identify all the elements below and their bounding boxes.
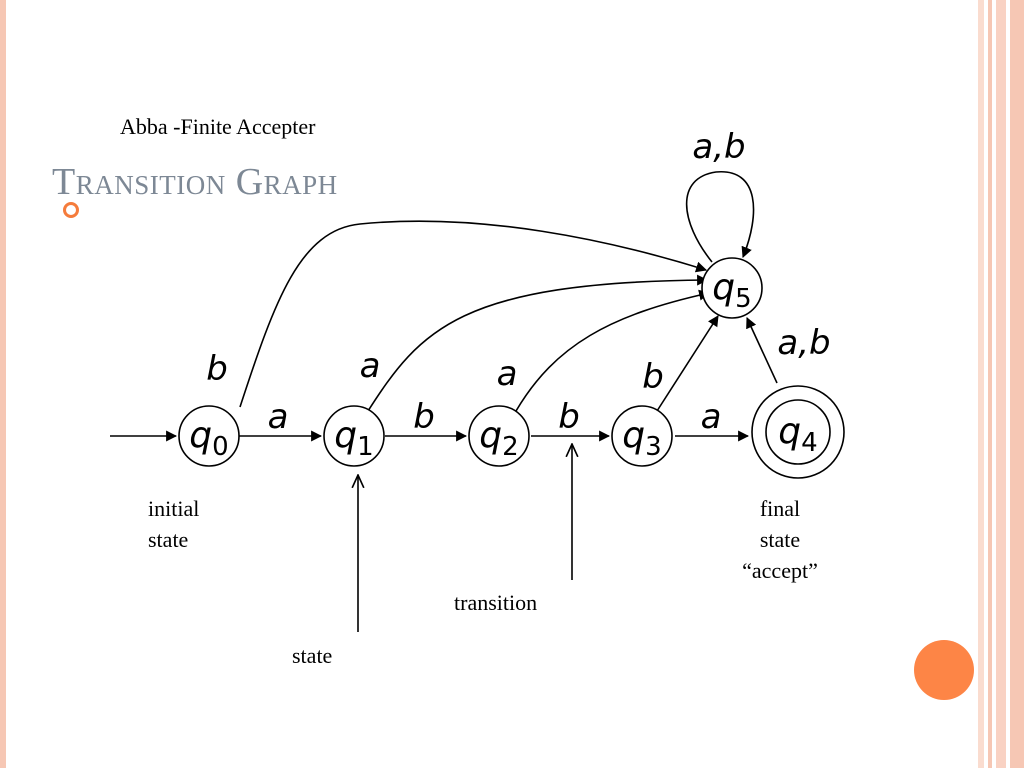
slide-right-stripe (1010, 0, 1024, 768)
edge-label-q5-loop: a,b (692, 127, 745, 167)
slide-left-border (0, 0, 6, 768)
edge-label-q2-q5: a (497, 354, 518, 394)
edge-q1-q5 (367, 274, 709, 412)
state-q5-circle (701, 257, 763, 319)
edge-label-q0-q1: a (268, 397, 289, 437)
edge-label-q0-q5: b (206, 349, 228, 389)
annotation-initial-state: initial state (148, 496, 200, 552)
edge-label-q1-q5: a (360, 346, 381, 386)
slide-subtitle: Abba -Finite Accepter (120, 114, 316, 139)
edge-q2-q5 (515, 289, 711, 412)
decorative-orange-circle (914, 640, 974, 700)
state-q0-label: q0 (189, 415, 228, 462)
edge-label-q3-q5: b (642, 357, 664, 397)
bullet-circle-icon (63, 202, 79, 218)
state-q3-circle (611, 405, 673, 467)
slide-right-stripe (978, 0, 984, 768)
state-q1-circle (323, 405, 385, 467)
slide-title: Transition Graph (52, 161, 338, 203)
edge-q5-loop (685, 171, 755, 263)
state-q0-circle (178, 405, 240, 467)
state-q5-label: q5 (712, 267, 751, 314)
state-q2-circle (468, 405, 530, 467)
state-q3-label: q3 (622, 415, 661, 462)
edge-label-q3-q4: a (701, 397, 722, 437)
state-q2-label: q2 (479, 415, 518, 462)
edge-label-q4-q5: a,b (777, 323, 830, 363)
annotation-state: state (292, 643, 333, 668)
slide-right-stripe (996, 0, 1006, 768)
state-q4-label: q4 (778, 411, 817, 458)
edge-q3-q5 (656, 315, 719, 412)
annotation-transition: transition (454, 590, 538, 615)
slide-right-stripe (988, 0, 992, 768)
edge-label-q2-q3: b (558, 397, 580, 437)
edge-q4-q5 (746, 317, 778, 384)
state-q1-label: q1 (334, 415, 373, 462)
edge-q0-q5 (239, 220, 708, 408)
edge-label-q1-q2: b (413, 397, 435, 437)
annotation-final-state: final state “accept” (742, 496, 818, 583)
state-q4-circle (765, 399, 831, 465)
